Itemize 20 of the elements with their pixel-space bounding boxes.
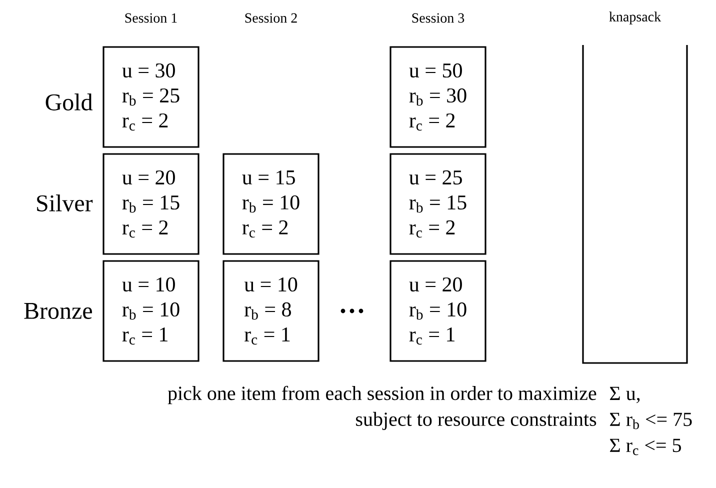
item-box: u = 10 r$_{b}$ = 10 r$_{c}$ = 1 [102,260,200,362]
constraint-formula: Σ r$_{b}$ <= 75 [610,412,692,430]
objective-formula: Σ u, [610,386,640,404]
row-label: Gold [46,94,92,110]
item-box: u = 15 r$_{b}$ = 10 r$_{c}$ = 2 [222,153,320,255]
item-box: u = 20 r$_{b}$ = 15 r$_{c}$ = 2 [102,153,200,255]
constraint-formula: Σ r$_{c}$ <= 5 [610,438,681,456]
knapsack-container: knapsack [582,12,688,364]
constraint-text: subject to resource constraints [356,412,596,430]
objective-text: pick one item from each session in order to maximize [168,386,596,404]
item-box: u = 50 r$_{b}$ = 30 r$_{c}$ = 2 [390,46,486,148]
column-heading: Session 2 [245,13,297,23]
item-box: u = 10 r$_{b}$ = 8 r$_{c}$ = 1 [222,260,320,362]
row-label: Bronze [24,303,92,319]
item-box: u = 20 r$_{b}$ = 10 r$_{c}$ = 1 [390,260,486,362]
item-box: u = 25 r$_{b}$ = 15 r$_{c}$ = 2 [390,153,486,255]
item-box: u = 30 r$_{b}$ = 25 r$_{c}$ = 2 [102,46,200,148]
column-heading: Session 1 [125,13,177,23]
column-heading: Session 3 [412,13,464,23]
row-label: Silver [37,194,93,212]
